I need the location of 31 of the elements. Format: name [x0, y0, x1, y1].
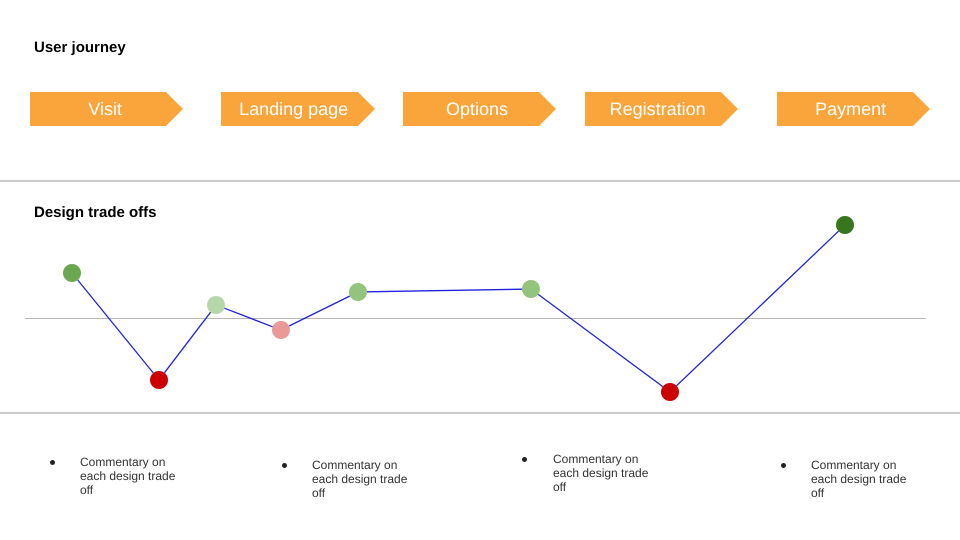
journey-step [30, 92, 183, 126]
commentary-text: Commentary on each design trade off [553, 452, 650, 494]
step-label: Landing page [239, 99, 348, 119]
connector-line [164, 312, 212, 374]
journey-step [777, 92, 930, 126]
data-point [836, 216, 854, 234]
commentary-text: Commentary on each design trade off [811, 458, 908, 500]
commentary-text: Commentary on each design trade off [312, 458, 408, 500]
section-heading: Design trade offs [34, 204, 157, 221]
step-label: Options [446, 99, 508, 119]
connector-line [288, 295, 350, 327]
journey-step [403, 92, 556, 126]
connector-line [224, 308, 273, 328]
journey-step [221, 92, 375, 126]
step-label: Registration [610, 99, 706, 119]
data-point [272, 321, 290, 339]
commentary-text: Commentary on each design trade off [80, 455, 176, 497]
data-point [661, 383, 679, 401]
connector-line [77, 280, 154, 374]
data-point [150, 371, 168, 389]
section-heading: User journey [34, 39, 126, 56]
connector-line [676, 230, 839, 386]
step-label: Visit [88, 99, 122, 119]
data-point [63, 264, 81, 282]
step-label: Payment [815, 99, 886, 119]
data-point [522, 280, 540, 298]
data-point [207, 296, 225, 314]
journey-step [585, 92, 738, 126]
connector-line [538, 294, 664, 388]
data-point [349, 283, 367, 301]
connector-line [367, 288, 522, 292]
